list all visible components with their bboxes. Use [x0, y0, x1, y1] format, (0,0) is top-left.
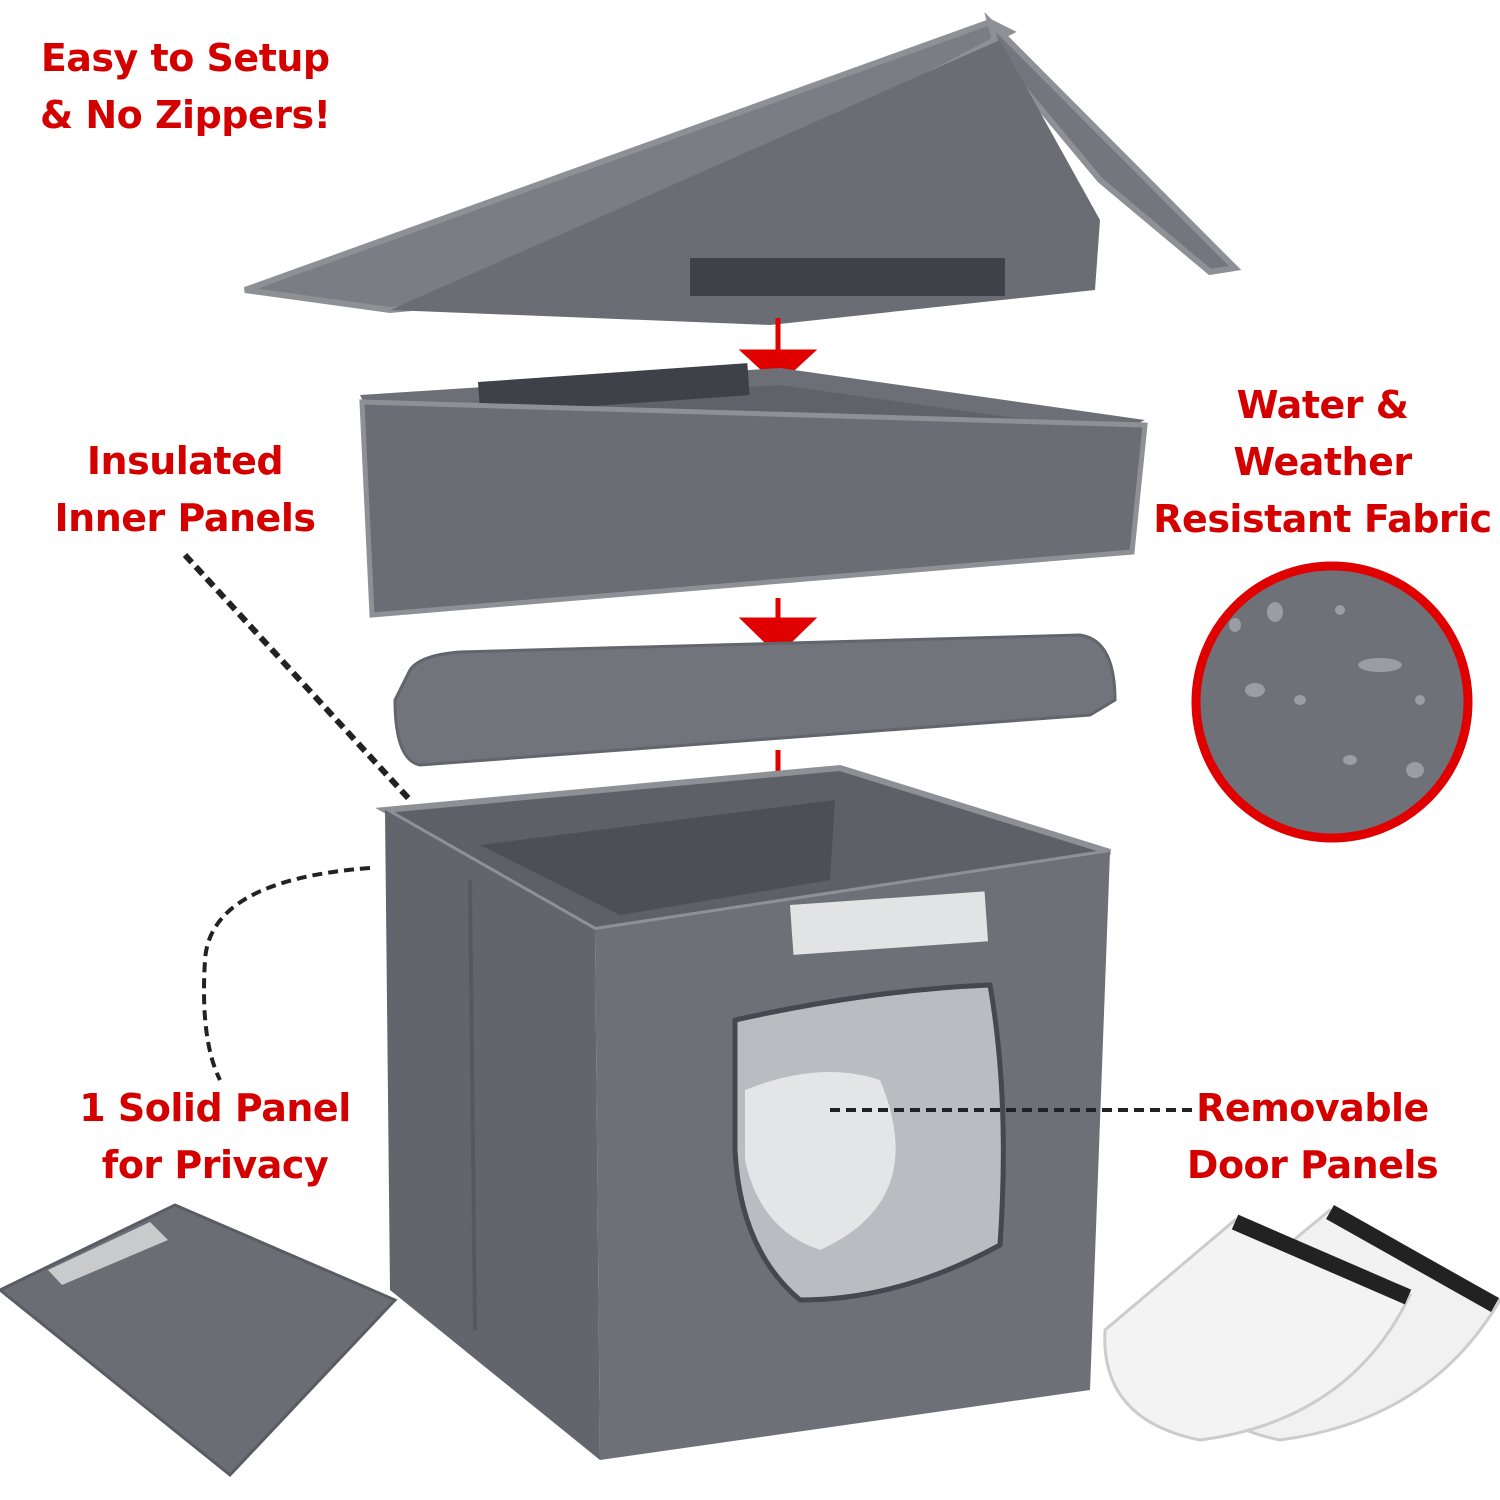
label-weather-resistant: Water & Weather Resistant Fabric [1150, 377, 1495, 548]
water-droplet-closeup [1191, 561, 1473, 843]
label-line: Easy to Setup [40, 36, 330, 80]
shelter-box [375, 764, 1111, 1460]
roof-panel [243, 11, 1242, 325]
label-line: & No Zippers! [40, 93, 331, 137]
solid-privacy-panel [0, 1203, 398, 1478]
insulated-tray [359, 363, 1148, 618]
label-line: Insulated [86, 439, 284, 483]
label-easy-setup: Easy to Setup & No Zippers! [40, 30, 331, 144]
door-panels [1103, 1205, 1500, 1442]
label-line: Door Panels [1186, 1143, 1439, 1187]
floor-pad [393, 633, 1117, 767]
label-solid-panel: 1 Solid Panel for Privacy [70, 1080, 360, 1194]
label-line: 1 Solid Panel [79, 1086, 351, 1130]
label-line: Removable [1196, 1086, 1429, 1130]
label-door-panels: Removable Door Panels [1170, 1080, 1455, 1194]
label-insulated-panels: Insulated Inner Panels [40, 433, 330, 547]
label-line: for Privacy [101, 1143, 329, 1187]
front-velcro-strip [790, 891, 989, 955]
label-line: Weather [1233, 440, 1412, 484]
roof-velcro-strip [690, 258, 1005, 296]
label-line: Inner Panels [54, 496, 316, 540]
callout-lines [182, 552, 1195, 1112]
label-line: Resistant Fabric [1153, 497, 1492, 541]
label-line: Water & [1236, 383, 1409, 427]
